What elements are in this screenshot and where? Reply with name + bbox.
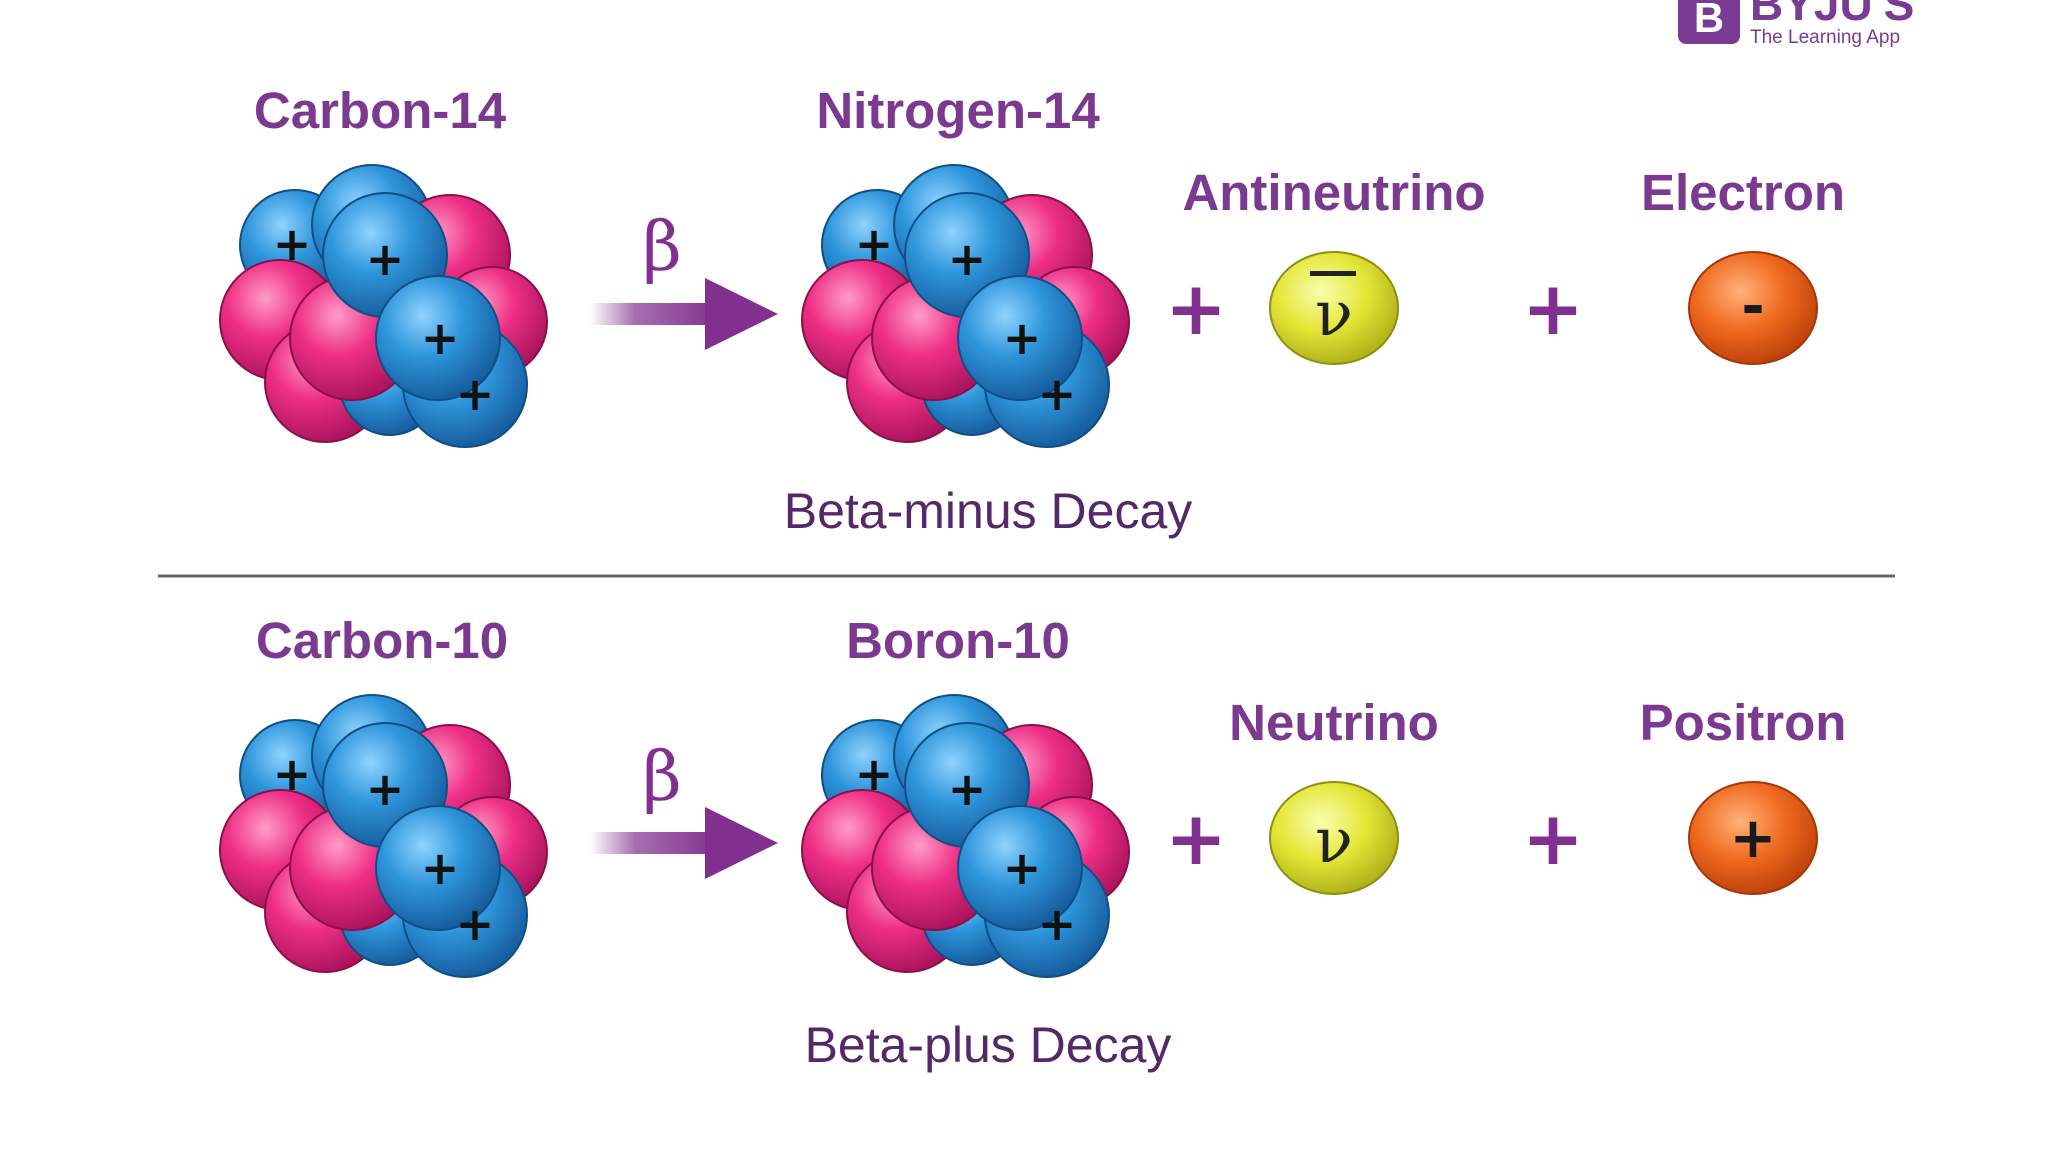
proton-charge: + [1038,367,1077,421]
proton-charge: + [273,217,312,271]
carbon-10-nucleus-icon: + + + + [219,694,548,978]
proton-charge: + [948,762,987,816]
nitrogen-14-nucleus-icon: + + + + [801,164,1130,448]
arrow-right-icon [590,807,778,879]
logo-mark-letter: B [1694,0,1724,41]
neutrino-label: Neutrino [1229,694,1439,751]
logo-tagline: The Learning App [1750,27,1900,48]
beta-plus-section: Carbon-10 Boron-10 Neutrino Positron + +… [219,612,1847,1073]
proton-charge: + [273,747,312,801]
carbon-10-label: Carbon-10 [256,612,508,669]
byjus-logo: B BYJU'S The Learning App [1678,0,1914,48]
plus-sign: + [1165,796,1227,882]
positron-charge: + [1730,806,1777,871]
arrow-right-icon [590,278,778,350]
proton-charge: + [1003,311,1042,365]
proton-charge: + [366,762,405,816]
boron-10-nucleus-icon: + + + + [801,694,1130,978]
antineutrino-bar [1310,271,1356,276]
proton-charge: + [421,841,460,895]
neutrino-symbol: ν [1315,804,1353,877]
proton-charge: + [1038,897,1077,951]
proton-charge: + [855,217,894,271]
proton-charge: + [948,232,987,286]
boron-10-label: Boron-10 [846,612,1070,669]
nitrogen-14-label: Nitrogen-14 [816,82,1100,139]
antineutrino-icon: ν [1269,251,1399,365]
plus-sign: + [1522,796,1584,882]
beta-symbol: β [642,738,681,817]
positron-label: Positron [1640,694,1847,751]
beta-minus-caption: Beta-minus Decay [784,483,1193,539]
antineutrino-label: Antineutrino [1182,164,1485,221]
neutrino-icon: ν [1269,781,1399,895]
proton-charge: + [1003,841,1042,895]
proton-charge: + [366,232,405,286]
electron-label: Electron [1641,164,1845,221]
electron-icon: - [1688,251,1818,365]
antineutrino-symbol: ν [1315,277,1353,350]
carbon-14-nucleus-icon: + + + + [219,164,548,448]
carbon-14-label: Carbon-14 [254,82,507,139]
proton-charge: + [456,897,495,951]
beta-symbol: β [642,208,681,287]
proton-charge: + [421,311,460,365]
beta-plus-caption: Beta-plus Decay [805,1017,1172,1073]
logo-brand: BYJU'S [1750,0,1914,30]
proton-charge: + [855,747,894,801]
plus-sign: + [1165,266,1227,352]
electron-charge: - [1741,274,1764,339]
plus-sign: + [1522,266,1584,352]
beta-minus-section: Carbon-14 Nitrogen-14 Antineutrino Elect… [219,82,1845,539]
proton-charge: + [456,367,495,421]
positron-icon: + [1688,781,1818,895]
logo-mark [1678,0,1740,44]
